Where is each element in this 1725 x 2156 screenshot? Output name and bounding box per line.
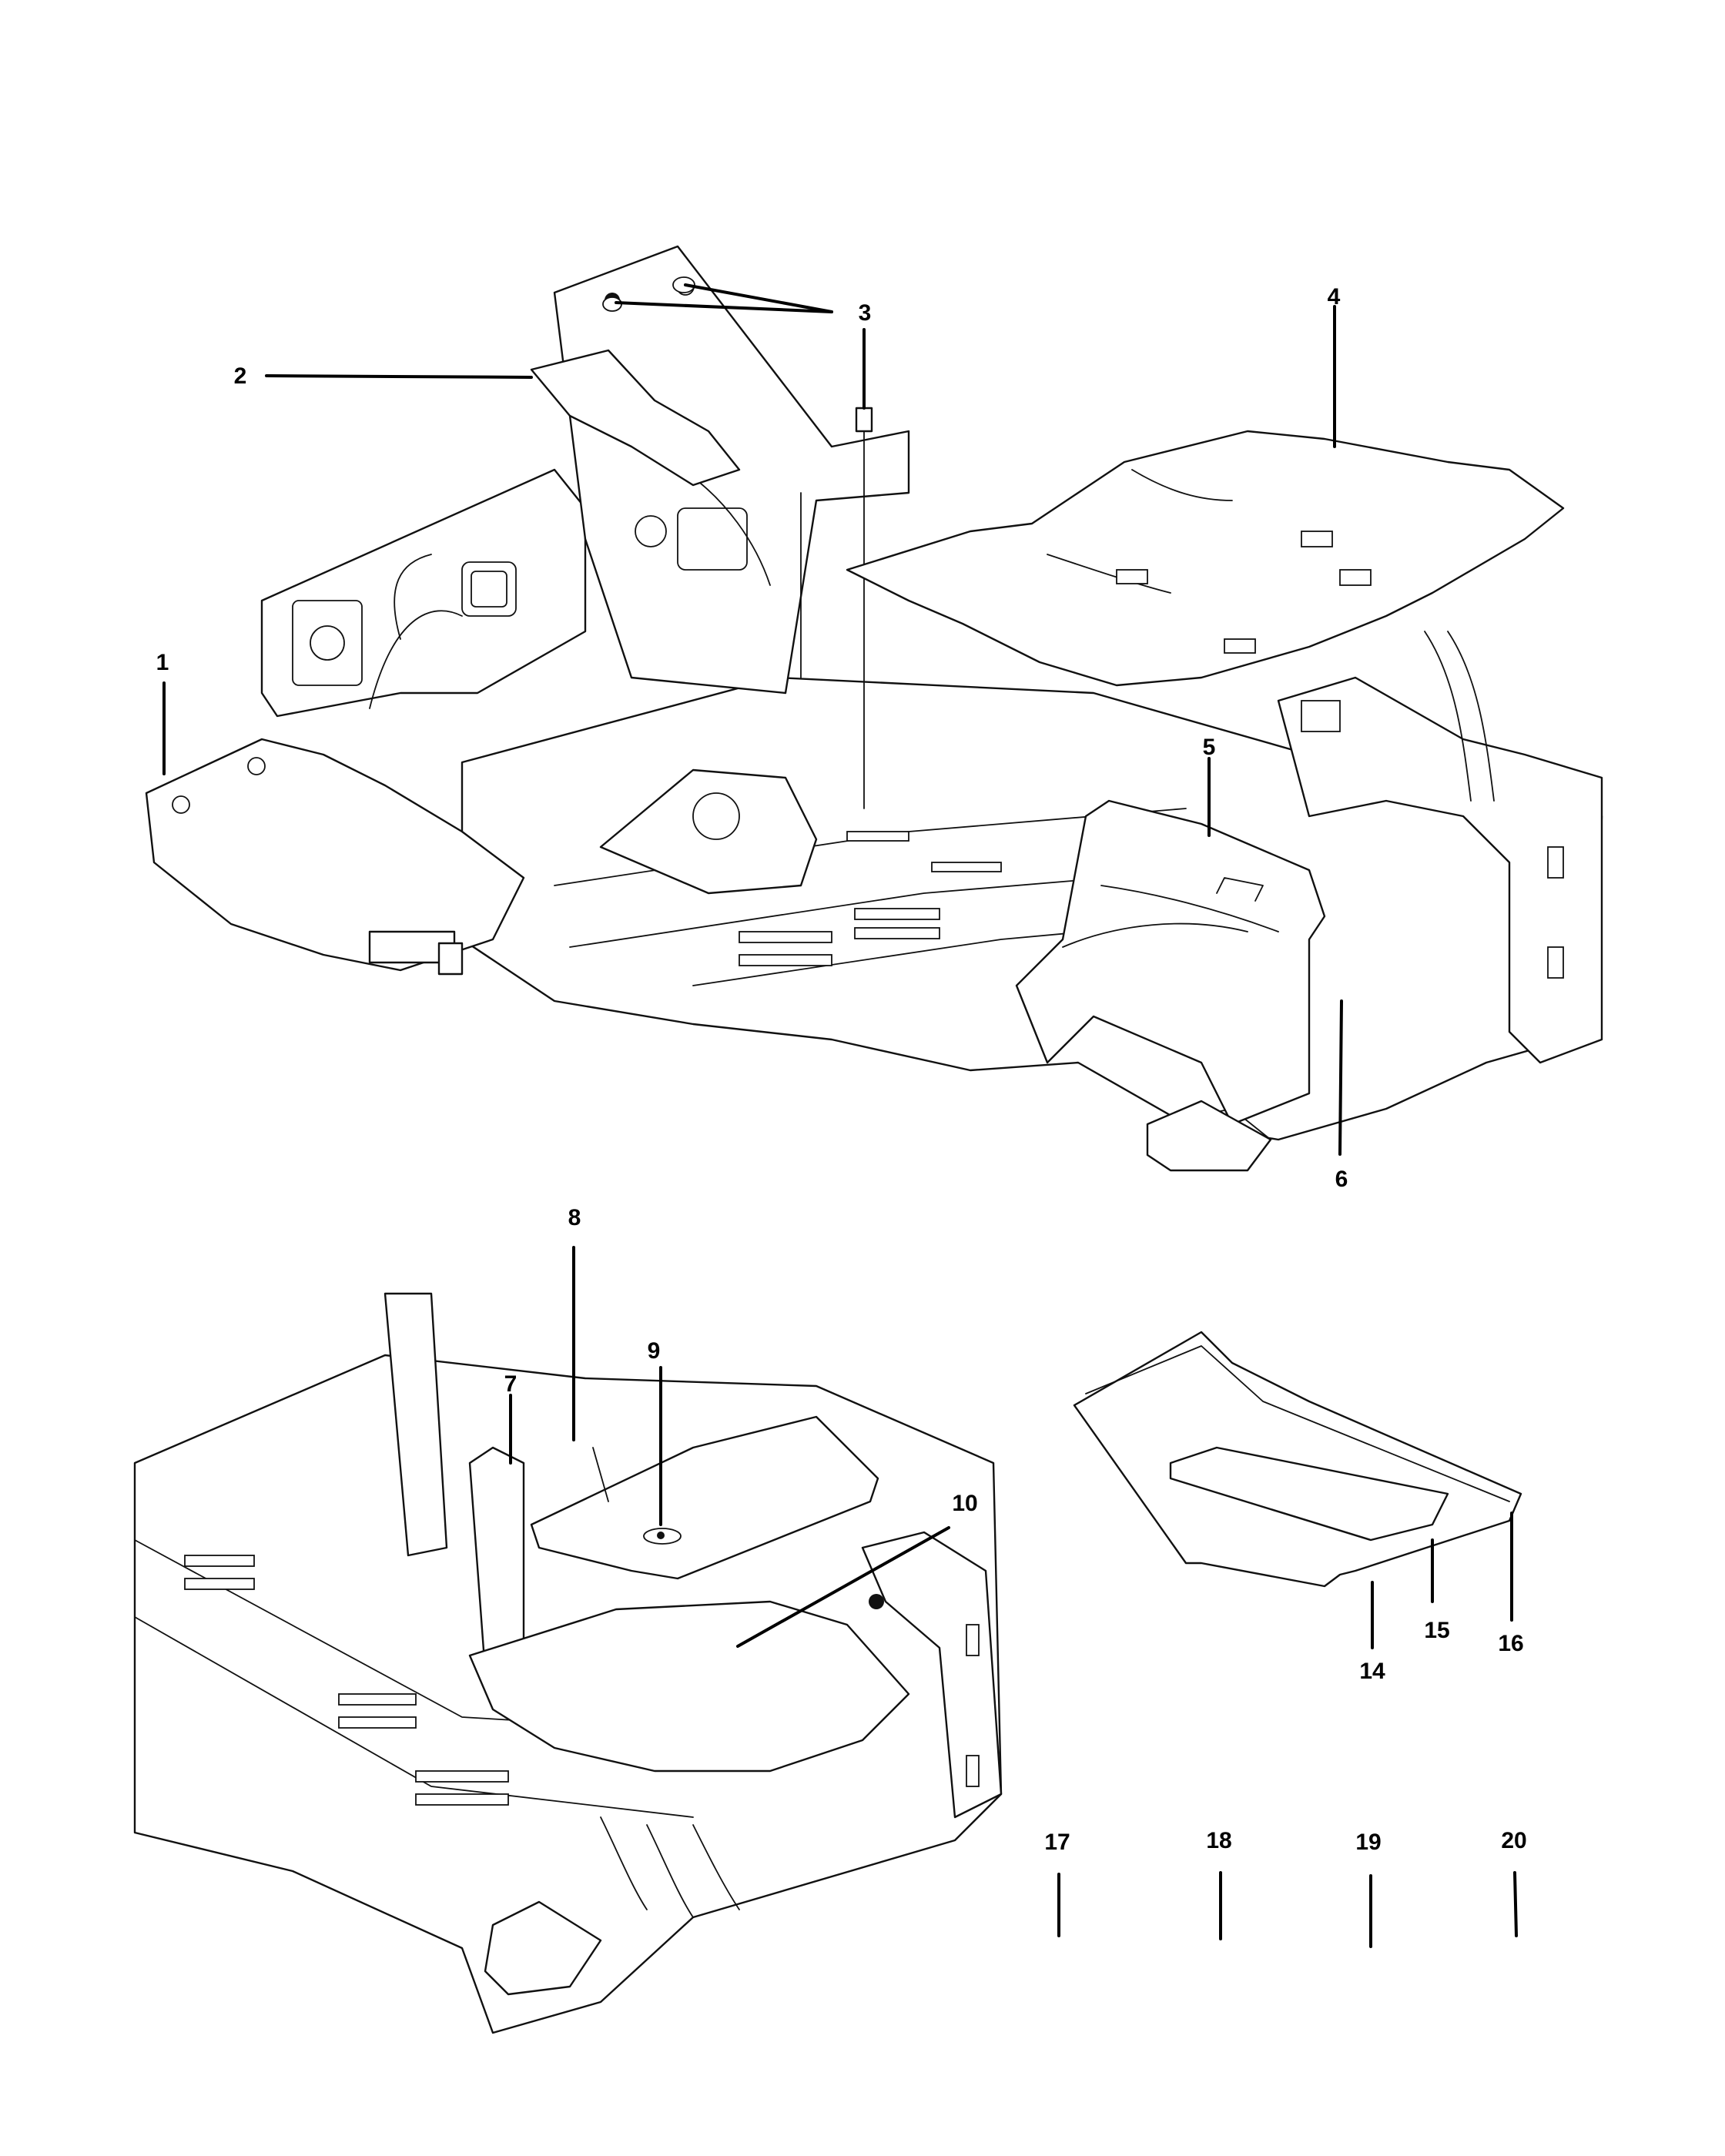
callout-5: 5 — [1203, 735, 1216, 760]
callout-19: 19 — [1355, 1830, 1381, 1855]
callout-6: 6 — [1335, 1167, 1348, 1192]
upper-floor-assembly — [145, 245, 1603, 1172]
cargo-floor-details — [134, 1539, 848, 1918]
leader-10 — [736, 1526, 950, 1648]
leader-2 — [265, 374, 533, 379]
callout-16: 16 — [1498, 1631, 1523, 1656]
callout-14: 14 — [1359, 1659, 1385, 1684]
b-pillar — [384, 1292, 448, 1557]
dash-silencer — [530, 349, 741, 487]
callout-8: 8 — [568, 1205, 581, 1230]
front-carpet-details — [1047, 469, 1372, 654]
callout-18: 18 — [1206, 1828, 1231, 1853]
rear-quarter-details — [1301, 631, 1564, 979]
load-floor-panel — [530, 1415, 879, 1580]
leader-3a — [684, 283, 833, 313]
floor-mat-assembly — [1073, 1331, 1522, 1588]
leader-lines — [162, 283, 1518, 1948]
leader-20 — [1513, 1871, 1518, 1937]
left-silencer-details — [172, 757, 464, 976]
lower-cargo-assembly — [133, 1292, 1003, 2034]
transmission-tunnel — [599, 768, 818, 895]
callout-numbers: 1 2 3 4 5 6 7 8 9 10 14 15 16 17 18 19 2… — [156, 284, 1527, 1855]
cargo-floor-silencer — [468, 1600, 910, 1773]
callout-2: 2 — [234, 363, 247, 389]
left-floor-silencer — [145, 738, 525, 972]
load-floor-details — [592, 1447, 682, 1545]
rear-floor-silencer — [1015, 799, 1326, 1126]
heel-pad — [1169, 1446, 1449, 1542]
retainer-bolt — [855, 407, 873, 809]
callout-9: 9 — [648, 1338, 661, 1364]
lower-frame-rail — [484, 1900, 602, 1996]
leader-6 — [1338, 999, 1343, 1156]
floor-mat-edge — [1085, 1345, 1510, 1502]
lower-rear-quarter-details — [869, 1594, 980, 1787]
callout-3: 3 — [859, 300, 872, 326]
callout-4: 4 — [1328, 284, 1341, 310]
callout-17: 17 — [1044, 1830, 1070, 1855]
callout-20: 20 — [1501, 1828, 1526, 1853]
leader-3b — [615, 301, 833, 313]
callout-1: 1 — [156, 650, 169, 675]
callout-10: 10 — [952, 1491, 977, 1516]
rear-silencer-details — [1062, 877, 1279, 948]
front-carpet — [846, 430, 1565, 687]
frame-rail-rear — [1146, 1100, 1272, 1172]
callout-15: 15 — [1424, 1618, 1449, 1643]
rear-quarter-structure — [1277, 676, 1603, 1064]
callout-7: 7 — [504, 1371, 518, 1397]
lower-rear-quarter — [861, 1531, 1003, 1819]
shifter-boot-opening — [692, 792, 740, 840]
jack-storage-cover — [468, 1446, 525, 1672]
